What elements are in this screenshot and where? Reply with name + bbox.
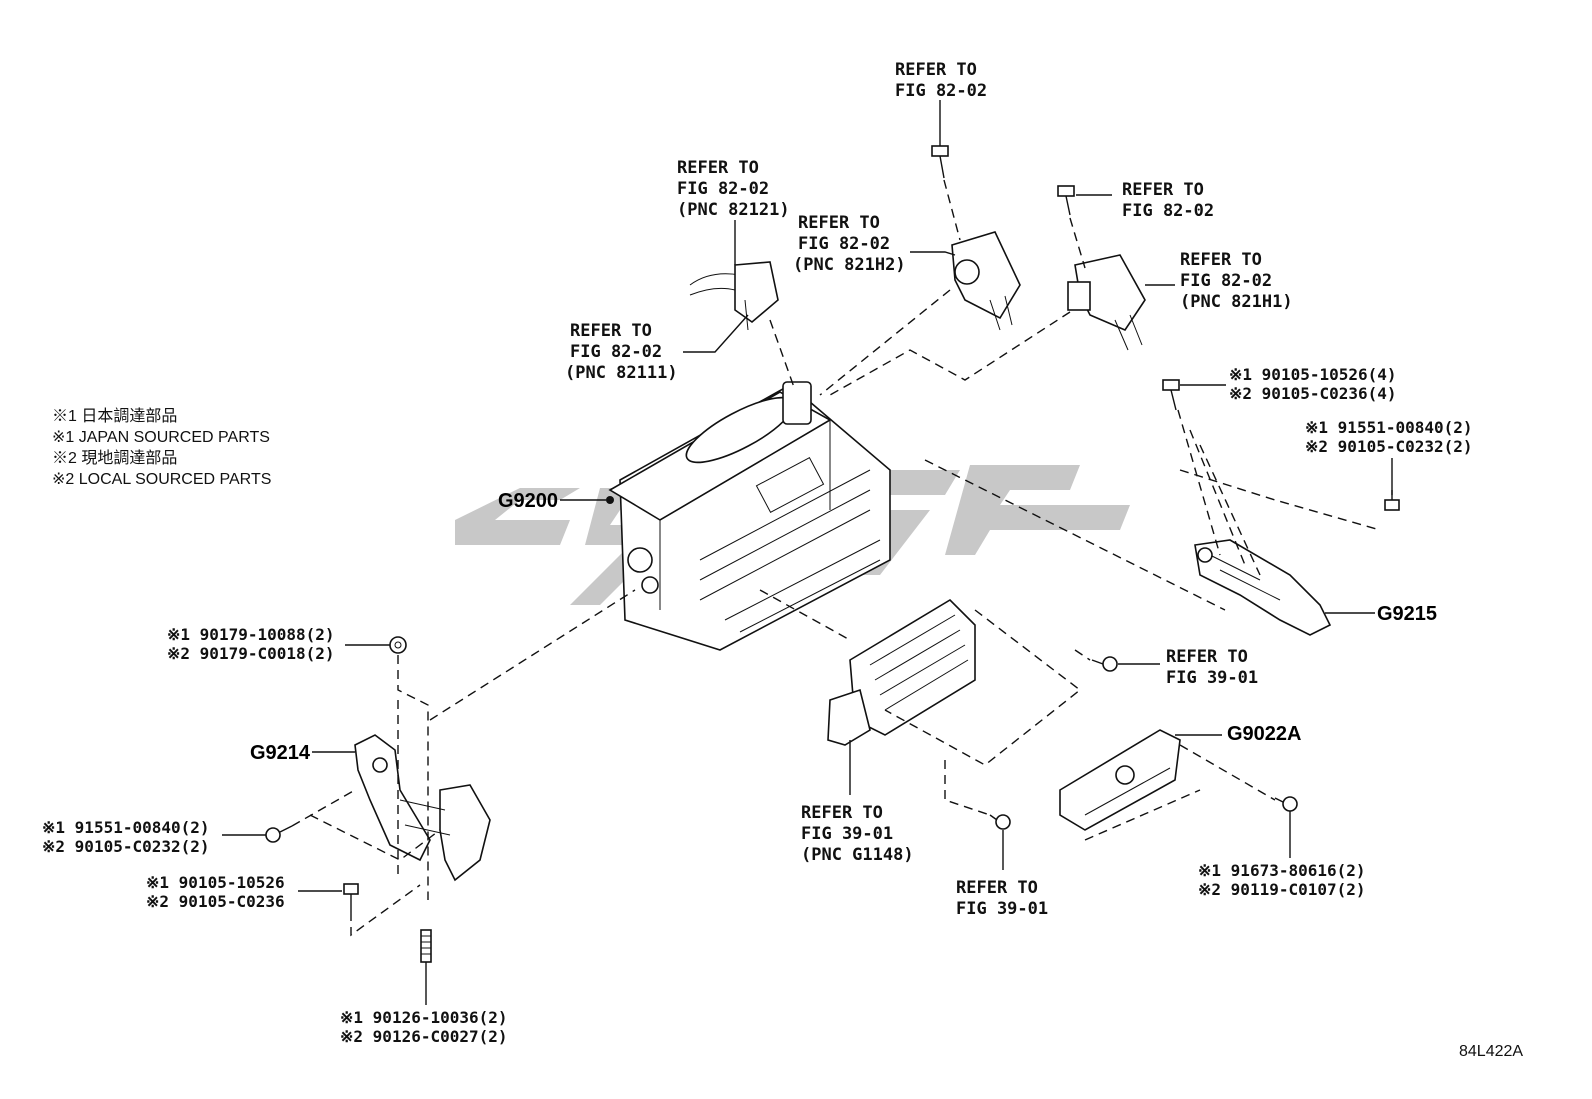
g9200-leader-dot [606, 496, 614, 504]
ref-right-bolt-line-2: FIG 82-02 [1122, 201, 1214, 221]
cover-g9022a-illustration [1059, 729, 1181, 831]
ref-right-bolt-line-1: REFER TO [1122, 180, 1204, 200]
inverter-assembly-illustration [608, 381, 891, 651]
legend-line-2: ※1 JAPAN SOURCED PARTS [52, 429, 270, 446]
bolt-fig-39-01-bottom-icon [989, 814, 1011, 830]
ref-82121-line-1: REFER TO [677, 158, 759, 178]
bracket-g9215-illustration [1194, 539, 1332, 636]
bolt-top-icon [931, 145, 949, 179]
ref-821h2-line-2: FIG 82-02 [798, 234, 890, 254]
bolt-g9215-side-code-2: ※2 90105-C0232(2) [1305, 437, 1473, 456]
bolt-g9214-lower-code-2: ※2 90105-C0236 [146, 892, 285, 911]
ref-g1148-line-2: FIG 39-01 [801, 824, 893, 844]
bolt-g9214-left-icon [265, 825, 293, 843]
sensor-821h1-illustration [1067, 254, 1146, 351]
bracket-g9214-illustration [354, 734, 491, 882]
ref-82121-line-3: (PNC 82121) [677, 200, 790, 220]
part-g9214-label: G9214 [250, 742, 311, 764]
bolt-right-top-icon [1057, 185, 1075, 216]
nut-g9214-top-code-1: ※1 90179-10088(2) [167, 625, 335, 644]
stud-g9214-icon [420, 929, 432, 963]
part-g9022a-label: G9022A [1227, 723, 1302, 745]
bolt-g9214-lower-code-1: ※1 90105-10526 [146, 873, 285, 892]
ref-top-bolt-line-1: REFER TO [895, 60, 977, 80]
ref-39-01-right-line-2: FIG 39-01 [1166, 668, 1258, 688]
bolt-g9214-lower-icon [343, 883, 359, 912]
bolt-fig-39-01-right-icon [1091, 656, 1118, 672]
bolt-g9215-side-code-1: ※1 91551-00840(2) [1305, 418, 1473, 437]
ref-39-01-bottom-line-1: REFER TO [956, 878, 1038, 898]
ref-39-01-bottom-line-2: FIG 39-01 [956, 899, 1048, 919]
ref-821h1-line-3: (PNC 821H1) [1180, 292, 1293, 312]
ref-821h2-line-1: REFER TO [798, 213, 880, 233]
ref-821h2-line-3: (PNC 821H2) [793, 255, 906, 275]
ref-82121-line-2: FIG 82-02 [677, 179, 769, 199]
bolt-g9022a-code-2: ※2 90119-C0107(2) [1198, 880, 1366, 899]
stud-g9214-code-1: ※1 90126-10036(2) [340, 1008, 508, 1027]
legend-line-1: ※1 日本調達部品 [52, 407, 177, 425]
connector-82121-illustration [689, 261, 779, 331]
illustration-id: 84L422A [1459, 1043, 1523, 1060]
nut-g9214-top-code-2: ※2 90179-C0018(2) [167, 644, 335, 663]
ref-82111-line-2: FIG 82-02 [570, 342, 662, 362]
bolt-g9022a-icon [1274, 796, 1298, 812]
ref-82111-line-1: REFER TO [570, 321, 652, 341]
bolt-g9214-left-code-1: ※1 91551-00840(2) [42, 818, 210, 837]
ref-821h1-line-2: FIG 82-02 [1180, 271, 1272, 291]
ref-g1148-line-3: (PNC G1148) [801, 845, 914, 865]
ref-82111-line-3: (PNC 82111) [565, 363, 678, 383]
part-g9200-label: G9200 [498, 490, 558, 512]
part-g9215-label: G9215 [1377, 603, 1437, 625]
sensor-821h2-illustration [951, 231, 1021, 331]
ref-39-01-right-line-1: REFER TO [1166, 647, 1248, 667]
bolt-g9215-top-code-1: ※1 90105-10526(4) [1229, 365, 1397, 384]
bolt-g9022a-code-1: ※1 91673-80616(2) [1198, 861, 1366, 880]
bolt-g9214-left-code-2: ※2 90105-C0232(2) [42, 837, 210, 856]
legend: ※1 日本調達部品 ※1 JAPAN SOURCED PARTS ※2 現地調達… [52, 407, 271, 488]
nut-g9214-top-icon [389, 636, 407, 654]
bolt-g9215-top-icon [1162, 379, 1180, 411]
bolt-g9215-top-code-2: ※2 90105-C0236(4) [1229, 384, 1397, 403]
stud-g9214-code-2: ※2 90126-C0027(2) [340, 1027, 508, 1046]
legend-line-4: ※2 LOCAL SOURCED PARTS [52, 471, 271, 488]
legend-line-3: ※2 現地調達部品 [52, 449, 177, 467]
ref-top-bolt-line-2: FIG 82-02 [895, 81, 987, 101]
bracket-g1148-illustration [827, 598, 976, 746]
ref-821h1-line-1: REFER TO [1180, 250, 1262, 270]
ref-g1148-line-1: REFER TO [801, 803, 883, 823]
